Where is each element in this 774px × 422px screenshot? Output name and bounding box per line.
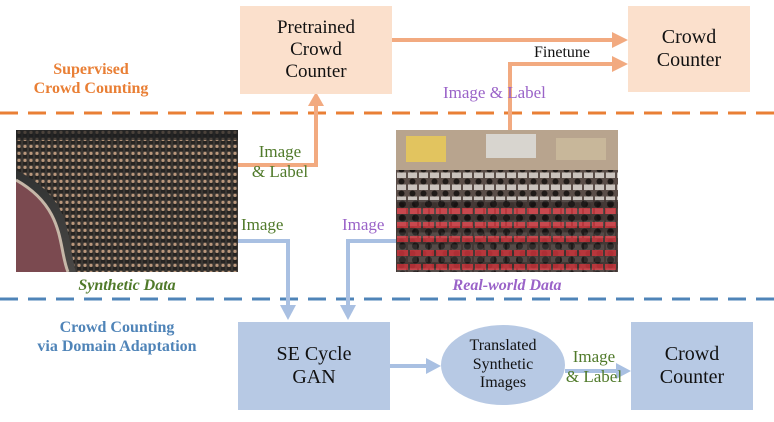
crowd-counter-top-box: Crowd Counter — [628, 6, 750, 92]
real-to-counter-finetune-arrow — [508, 62, 614, 130]
crowd-counter-top-label: Crowd Counter — [656, 26, 722, 71]
crowd-photo-icon — [16, 130, 238, 272]
translated-image-label-edge: Image & Label — [565, 347, 623, 387]
synthetic-to-gan-arrow — [238, 239, 290, 308]
arrow-head-icon — [340, 305, 356, 320]
arrow-head-icon — [612, 56, 628, 72]
arrow-head-icon — [280, 305, 296, 320]
finetune-edge-label: Finetune — [534, 44, 590, 61]
arrow-head-icon — [308, 92, 324, 106]
supervised-section-label: Supervised Crowd Counting — [33, 61, 149, 98]
synthetic-image-edge: Image — [241, 215, 284, 234]
synthetic-to-pretrained-arrow — [238, 102, 318, 167]
real-image-label-edge: Image & Label — [443, 83, 546, 102]
synthetic-image-label-edge: Image & Label — [251, 142, 309, 182]
real-world-data-caption: Real-world Data — [452, 277, 562, 294]
translated-synthetic-images-ellipse: Translated Synthetic Images — [441, 325, 565, 405]
arrow-head-icon — [426, 358, 441, 374]
synthetic-data-caption: Synthetic Data — [78, 277, 176, 294]
crowd-photo-icon — [396, 130, 618, 272]
real-to-gan-arrow — [346, 239, 396, 308]
crowd-counter-bottom-label: Crowd Counter — [659, 343, 725, 388]
arrow-head-icon — [616, 363, 631, 379]
real-world-data-image — [396, 130, 618, 272]
real-image-edge: Image — [342, 215, 385, 234]
translated-synthetic-images-label: Translated Synthetic Images — [469, 337, 537, 392]
synthetic-data-image — [16, 130, 238, 272]
crowd-counter-bottom-box: Crowd Counter — [631, 322, 753, 410]
arrow-head-icon — [612, 32, 628, 48]
se-cycle-gan-box: SE Cycle GAN — [238, 322, 390, 410]
pretrained-crowd-counter-box: Pretrained Crowd Counter — [240, 6, 392, 94]
se-cycle-gan-label: SE Cycle GAN — [276, 343, 352, 388]
pretrained-crowd-counter-label: Pretrained Crowd Counter — [276, 17, 356, 82]
domain-adaptation-section-label: Crowd Counting via Domain Adaptation — [37, 319, 197, 356]
